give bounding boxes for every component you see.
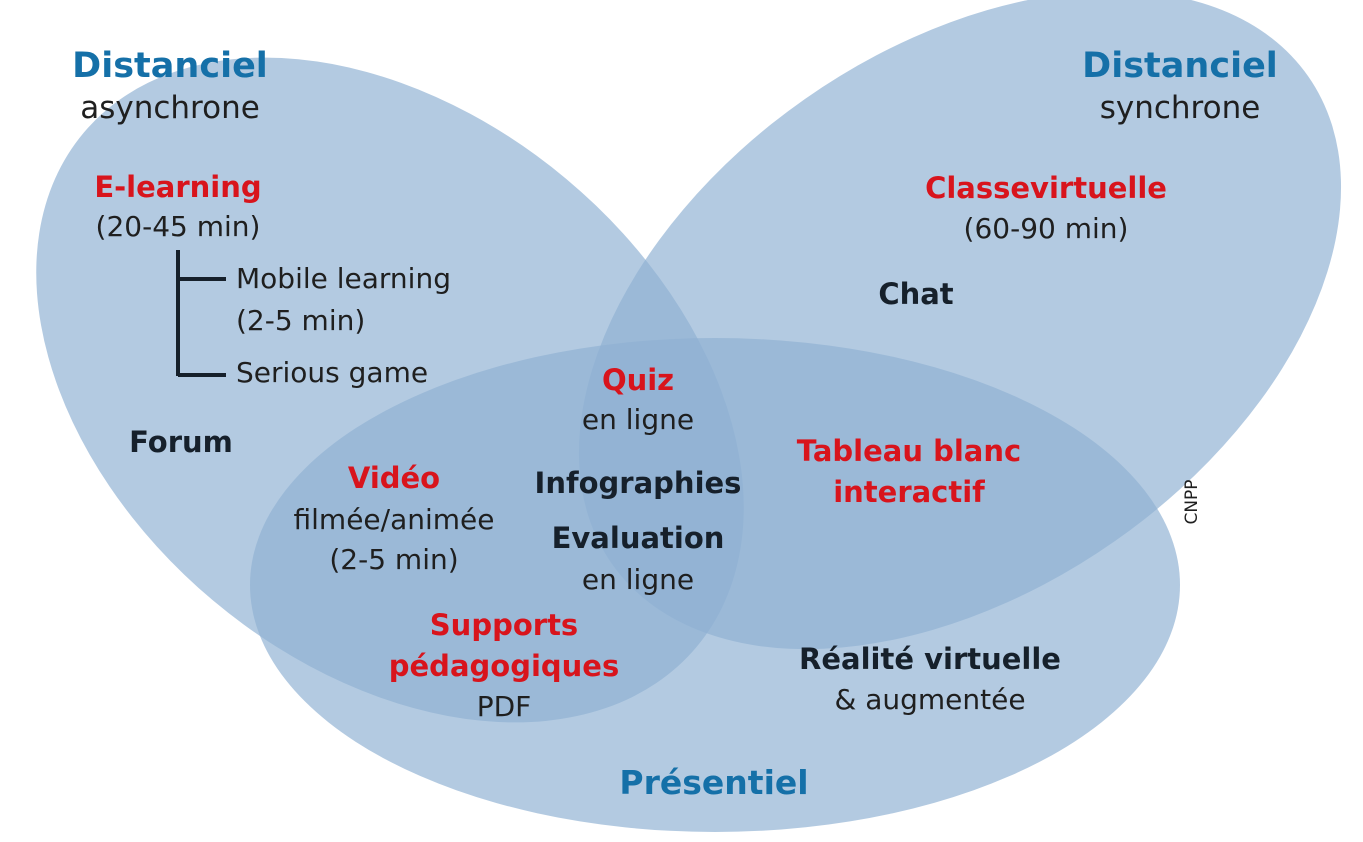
item-serious-game: Serious game: [236, 356, 429, 389]
item-chat: Chat: [878, 277, 954, 311]
item-video-duration: (2-5 min): [329, 543, 459, 576]
item-tableau-line2: interactif: [833, 475, 985, 509]
set-title-distanciel-synchrone: Distanciel: [1082, 46, 1278, 86]
item-elearning-title: E-learning: [94, 170, 262, 204]
item-elearning-duration: (20-45 min): [95, 210, 261, 243]
item-tableau-line1: Tableau blanc: [796, 434, 1022, 468]
item-mobile-learning-title: Mobile learning: [236, 262, 451, 295]
item-supports-line1: Supports: [429, 608, 579, 642]
item-realite-virtuelle-title: Réalité virtuelle: [799, 642, 1061, 676]
item-evaluation-detail: en ligne: [581, 563, 695, 596]
item-supports-line2: pédagogiques: [388, 649, 620, 683]
item-mobile-learning-duration: (2-5 min): [236, 304, 366, 337]
set-title-presentiel: Présentiel: [619, 763, 809, 802]
item-infographies: Infographies: [534, 466, 742, 500]
item-classe-virtuelle-title: Classevirtuelle: [925, 171, 1167, 205]
item-video-title: Vidéo: [347, 461, 441, 495]
item-quiz-title: Quiz: [601, 363, 675, 397]
item-quiz-detail: en ligne: [581, 403, 695, 436]
item-video-detail: filmée/animée: [293, 503, 495, 536]
item-realite-virtuelle-detail: & augmentée: [834, 683, 1026, 716]
item-evaluation-title: Evaluation: [551, 521, 725, 555]
credit-label: CNPP: [1182, 479, 1202, 525]
set-title-distanciel-asynchrone: Distanciel: [72, 46, 268, 86]
ellipse-presentiel: [250, 338, 1180, 832]
item-supports-detail: PDF: [476, 690, 532, 723]
item-forum: Forum: [129, 425, 233, 459]
item-classe-virtuelle-duration: (60-90 min): [963, 212, 1129, 245]
set-subtitle-synchrone: synchrone: [1099, 90, 1261, 126]
set-subtitle-asynchrone: asynchrone: [80, 90, 260, 126]
bracket-connector: [176, 250, 226, 377]
